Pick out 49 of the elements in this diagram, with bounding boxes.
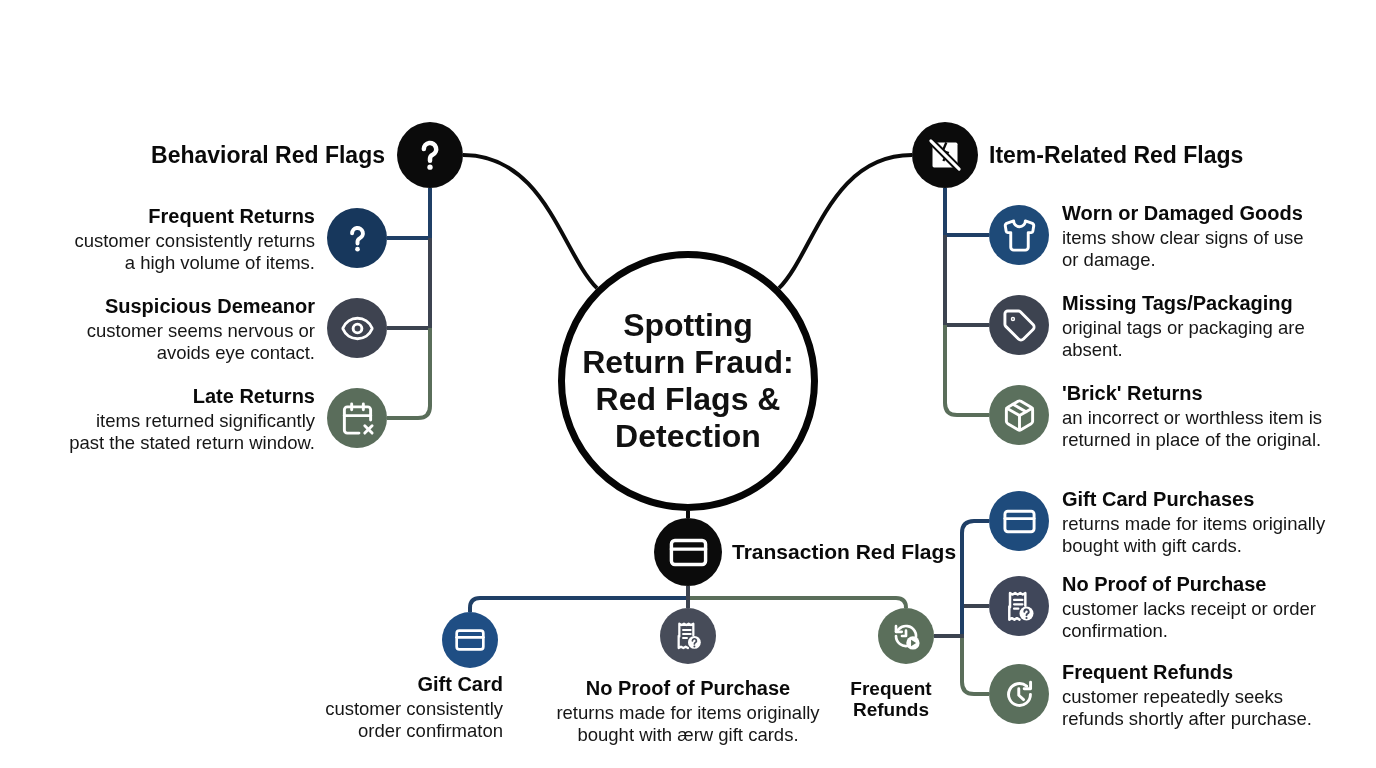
connector-line (960, 606, 964, 634)
flag-heading: Frequent Refunds (1062, 660, 1235, 685)
connector-line (686, 511, 690, 518)
flag-heading: Gift Card (416, 672, 503, 697)
category-heading: Item-Related Red Flags (989, 141, 1244, 169)
flag-heading: Worn or Damaged Goods (1062, 201, 1304, 226)
connector-line (462, 153, 599, 290)
connector-line (947, 323, 989, 327)
connector-line (943, 235, 947, 325)
connector-line (468, 596, 686, 612)
connector-line (943, 188, 947, 235)
flag-heading: Frequent Refunds (849, 678, 933, 720)
flag-heading: Missing Tags/Packaging (1062, 291, 1294, 316)
connector-line (387, 236, 428, 240)
flag-heading: Gift Card Purchases (1062, 487, 1256, 512)
connector-line (387, 328, 432, 420)
connector-line (686, 598, 690, 608)
flag-heading: Late Returns (191, 384, 315, 409)
flag-description: customer lacks receipt or order confirmation. (1062, 598, 1317, 642)
flag-heading: No Proof of Purchase (1062, 572, 1268, 597)
connector-line (428, 238, 432, 328)
category-heading: Behavioral Red Flags (151, 141, 385, 169)
flag-description: items returned significantly past the stated return window. (68, 410, 315, 454)
connector-line (964, 604, 989, 608)
flag-heading: Suspicious Demeanor (103, 294, 315, 319)
topic-title: Spotting Return Fraud: Red Flags & Detection (581, 307, 795, 455)
connector-line (428, 188, 432, 238)
connector-line (960, 519, 989, 606)
flag-description: original tags or packaging are absent. (1062, 317, 1306, 361)
flag-description: returns made for items originally bought with ærw gift cards. (555, 702, 821, 746)
flag-description: an incorrect or worthless item is returned in place of the original. (1062, 407, 1324, 451)
flag-description: returns made for items originally bought with gift cards. (1062, 513, 1327, 557)
flag-description: customer consistently returns a high volume of items. (73, 230, 315, 274)
connector-line (690, 596, 908, 610)
connector-line (943, 325, 989, 417)
flag-description: customer repeatedly seeks refunds shortly after purchase. (1062, 686, 1313, 730)
flag-description: customer consistently order confirmaton (324, 698, 503, 742)
flag-description: items show clear signs of use or damage. (1062, 227, 1305, 271)
flag-heading: 'Brick' Returns (1062, 381, 1204, 406)
flag-heading: Frequent Returns (147, 204, 315, 229)
connector-line (387, 326, 428, 330)
connector-line (947, 233, 989, 237)
flag-heading: No Proof of Purchase (584, 676, 792, 701)
flag-description: customer seems nervous or avoids eye contact. (85, 320, 315, 364)
connector-line (777, 153, 913, 290)
connector-line (686, 586, 690, 598)
category-heading: Transaction Red Flags (732, 539, 957, 565)
connector-line (960, 638, 989, 696)
connector-line (934, 634, 964, 638)
